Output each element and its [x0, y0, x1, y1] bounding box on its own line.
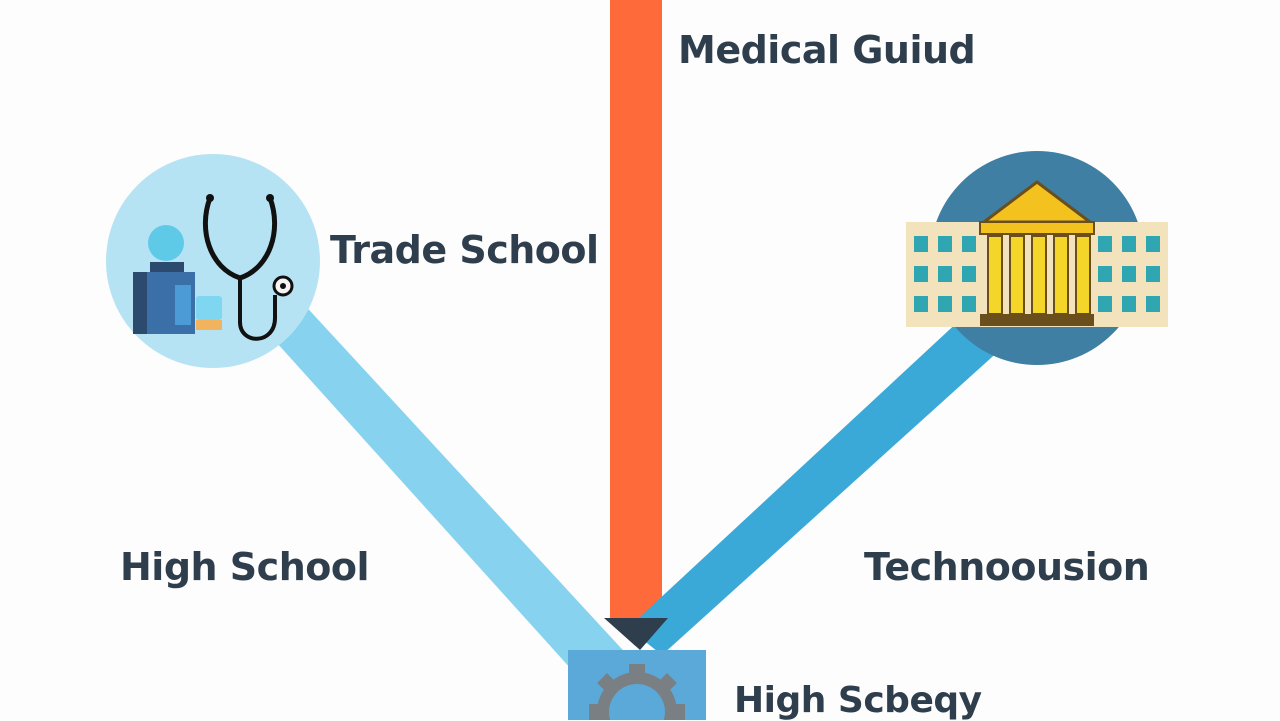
center-branch [610, 0, 662, 622]
bottom-node [568, 650, 706, 720]
junction [604, 618, 668, 650]
label-bottom: High Scbeqy [734, 680, 982, 721]
right-branch [628, 318, 1002, 655]
left-branch [258, 300, 632, 690]
doctor-stethoscope-icon [133, 194, 294, 341]
label-high-school: High School [120, 545, 370, 589]
label-technoousion: Technoousion [864, 545, 1150, 589]
right-node [906, 151, 1168, 365]
university-building-icon [906, 180, 1168, 327]
label-top: Medical Guiud [678, 28, 976, 72]
label-trade-school: Trade School [330, 228, 599, 272]
gear-icon [589, 664, 685, 720]
left-node [106, 154, 320, 368]
